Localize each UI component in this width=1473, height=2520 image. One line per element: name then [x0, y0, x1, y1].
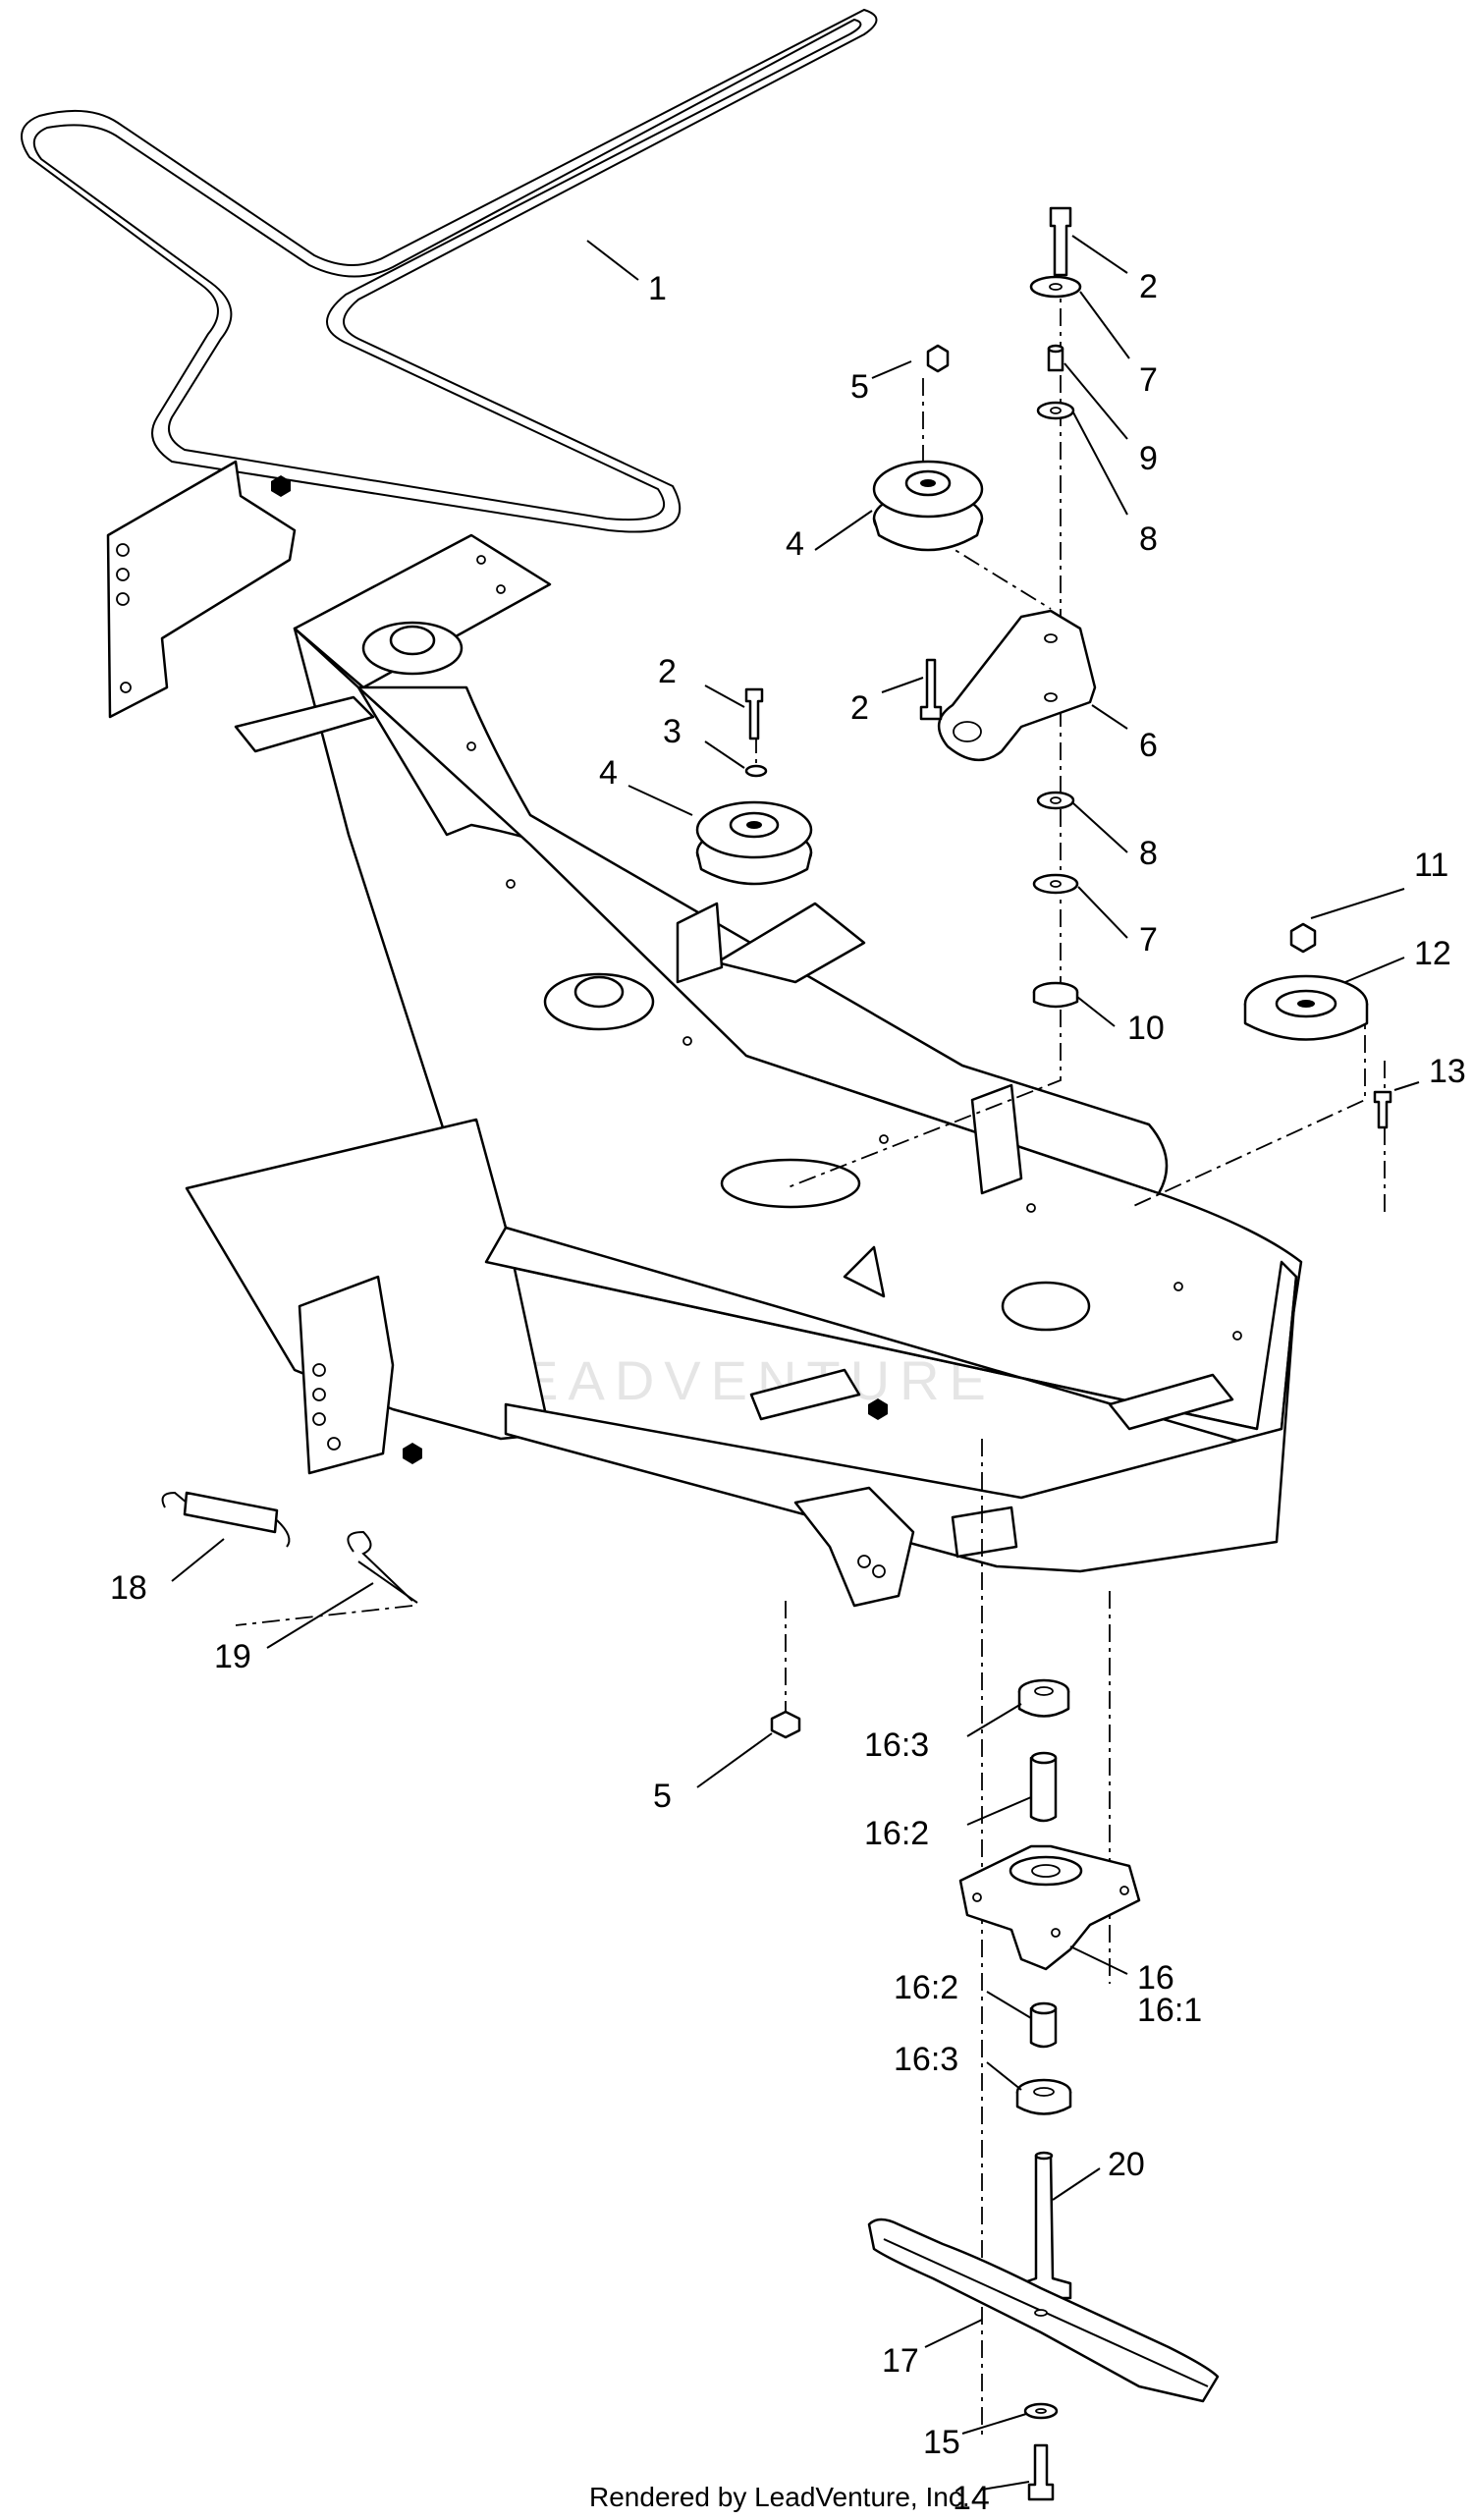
callout-6: 6	[1139, 727, 1158, 764]
spindle-assembly[interactable]	[958, 1678, 1141, 2115]
callout-16-1: 16:1	[1137, 1992, 1202, 2029]
assembly-centerlines	[235, 208, 1386, 2436]
callout-3: 3	[663, 713, 682, 750]
callout-7-top: 7	[1139, 361, 1158, 399]
callout-16: 16	[1137, 1959, 1174, 1997]
idler-pulley-lower[interactable]	[695, 687, 813, 886]
callout-2-left: 2	[658, 653, 677, 690]
leader-lines	[171, 235, 1420, 2491]
callout-5-top: 5	[850, 368, 869, 406]
callout-9: 9	[1139, 440, 1158, 477]
callout-labels: 1 2 7 9 8 5 4 2 6 2 3 4 8 7 10 11 12 13 …	[110, 268, 1466, 2517]
callout-8-lower: 8	[1139, 835, 1158, 872]
spring-and-rod[interactable]	[161, 1491, 418, 1604]
callout-16-3-lower: 16:3	[894, 2041, 958, 2078]
mower-blade[interactable]	[867, 2218, 1220, 2403]
spindle-pulley-right[interactable]	[1243, 922, 1392, 1129]
callout-7-lower: 7	[1139, 921, 1158, 959]
callout-20: 20	[1108, 2146, 1145, 2183]
callout-2-arm: 2	[850, 689, 869, 727]
callout-14: 14	[953, 2480, 990, 2517]
spindle-shaft[interactable]	[1019, 2151, 1072, 2300]
blade-washer-and-bolt[interactable]	[1023, 2402, 1059, 2501]
callout-16-3-upper: 16:3	[864, 1726, 929, 1764]
callout-13: 13	[1429, 1053, 1466, 1090]
footer-credit: Rendered by LeadVenture, Inc.	[589, 2482, 970, 2512]
callout-15: 15	[923, 2424, 960, 2461]
callout-18: 18	[110, 1569, 147, 1607]
callout-10: 10	[1127, 1010, 1165, 1047]
mower-deck[interactable]	[106, 460, 1303, 1608]
callout-16-2-upper: 16:2	[864, 1815, 929, 1852]
callout-4-upper: 4	[786, 525, 804, 563]
callout-17: 17	[882, 2342, 919, 2380]
callout-4-lower: 4	[599, 754, 618, 792]
idler-arm-assembly[interactable]	[919, 206, 1097, 1009]
callout-16-2-lower: 16:2	[894, 1969, 958, 2006]
callout-1: 1	[648, 270, 667, 307]
callout-5-lower: 5	[653, 1778, 672, 1815]
callout-2-top: 2	[1139, 268, 1158, 305]
deck-nut-lower[interactable]	[770, 1710, 801, 1739]
belt[interactable]	[21, 8, 878, 533]
idler-pulley-upper[interactable]	[872, 344, 984, 552]
callout-8-top: 8	[1139, 520, 1158, 558]
callout-19: 19	[214, 1638, 251, 1675]
watermark-text: LEADVENTURE	[481, 1349, 996, 1411]
callout-12: 12	[1414, 935, 1451, 972]
callout-11: 11	[1414, 847, 1448, 884]
watermark: LEADVENTURE	[481, 1133, 996, 1411]
